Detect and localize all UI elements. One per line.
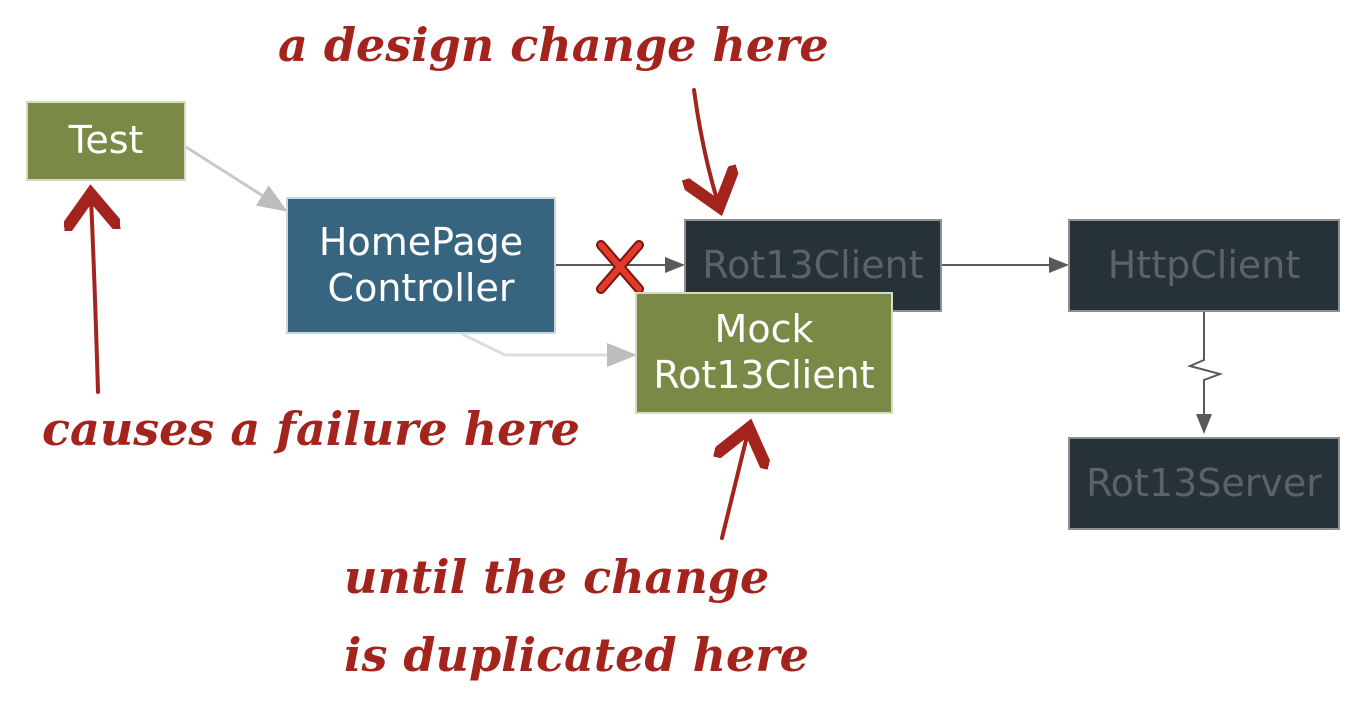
- httpclient-to-rot13server-arrow: [1186, 312, 1224, 434]
- mock-rot13client-box: Mock Rot13Client: [635, 292, 893, 414]
- test-to-controller-arrow: [185, 145, 288, 212]
- rot13server-box: Rot13Server: [1068, 437, 1340, 530]
- mock-label-line1: Mock: [714, 307, 814, 352]
- design-change-annotation: a design change here: [278, 18, 829, 72]
- failure-arrow: [91, 198, 98, 394]
- mock-label-line2: Rot13Client: [653, 353, 875, 397]
- httpclient-box: HttpClient: [1068, 219, 1340, 312]
- homepage-controller-box: HomePage Controller: [286, 197, 556, 334]
- duplicated-annotation: is duplicated here: [344, 628, 809, 682]
- rot13server-label: Rot13Server: [1086, 460, 1322, 505]
- test-label: Test: [68, 118, 144, 163]
- until-duplicated-arrow: [722, 432, 748, 540]
- controller-label-line1: HomePage: [318, 219, 524, 264]
- controller-label-line2: Controller: [327, 265, 515, 310]
- x-mark-icon: [596, 240, 644, 294]
- controller-to-mock-arrow: [461, 332, 637, 367]
- failure-annotation: causes a failure here: [42, 402, 580, 456]
- httpclient-label: HttpClient: [1107, 242, 1301, 287]
- design-change-arrow: [694, 88, 718, 203]
- rot13client-label: Rot13Client: [702, 242, 924, 287]
- until-change-annotation: until the change: [344, 550, 770, 604]
- test-box: Test: [26, 101, 186, 181]
